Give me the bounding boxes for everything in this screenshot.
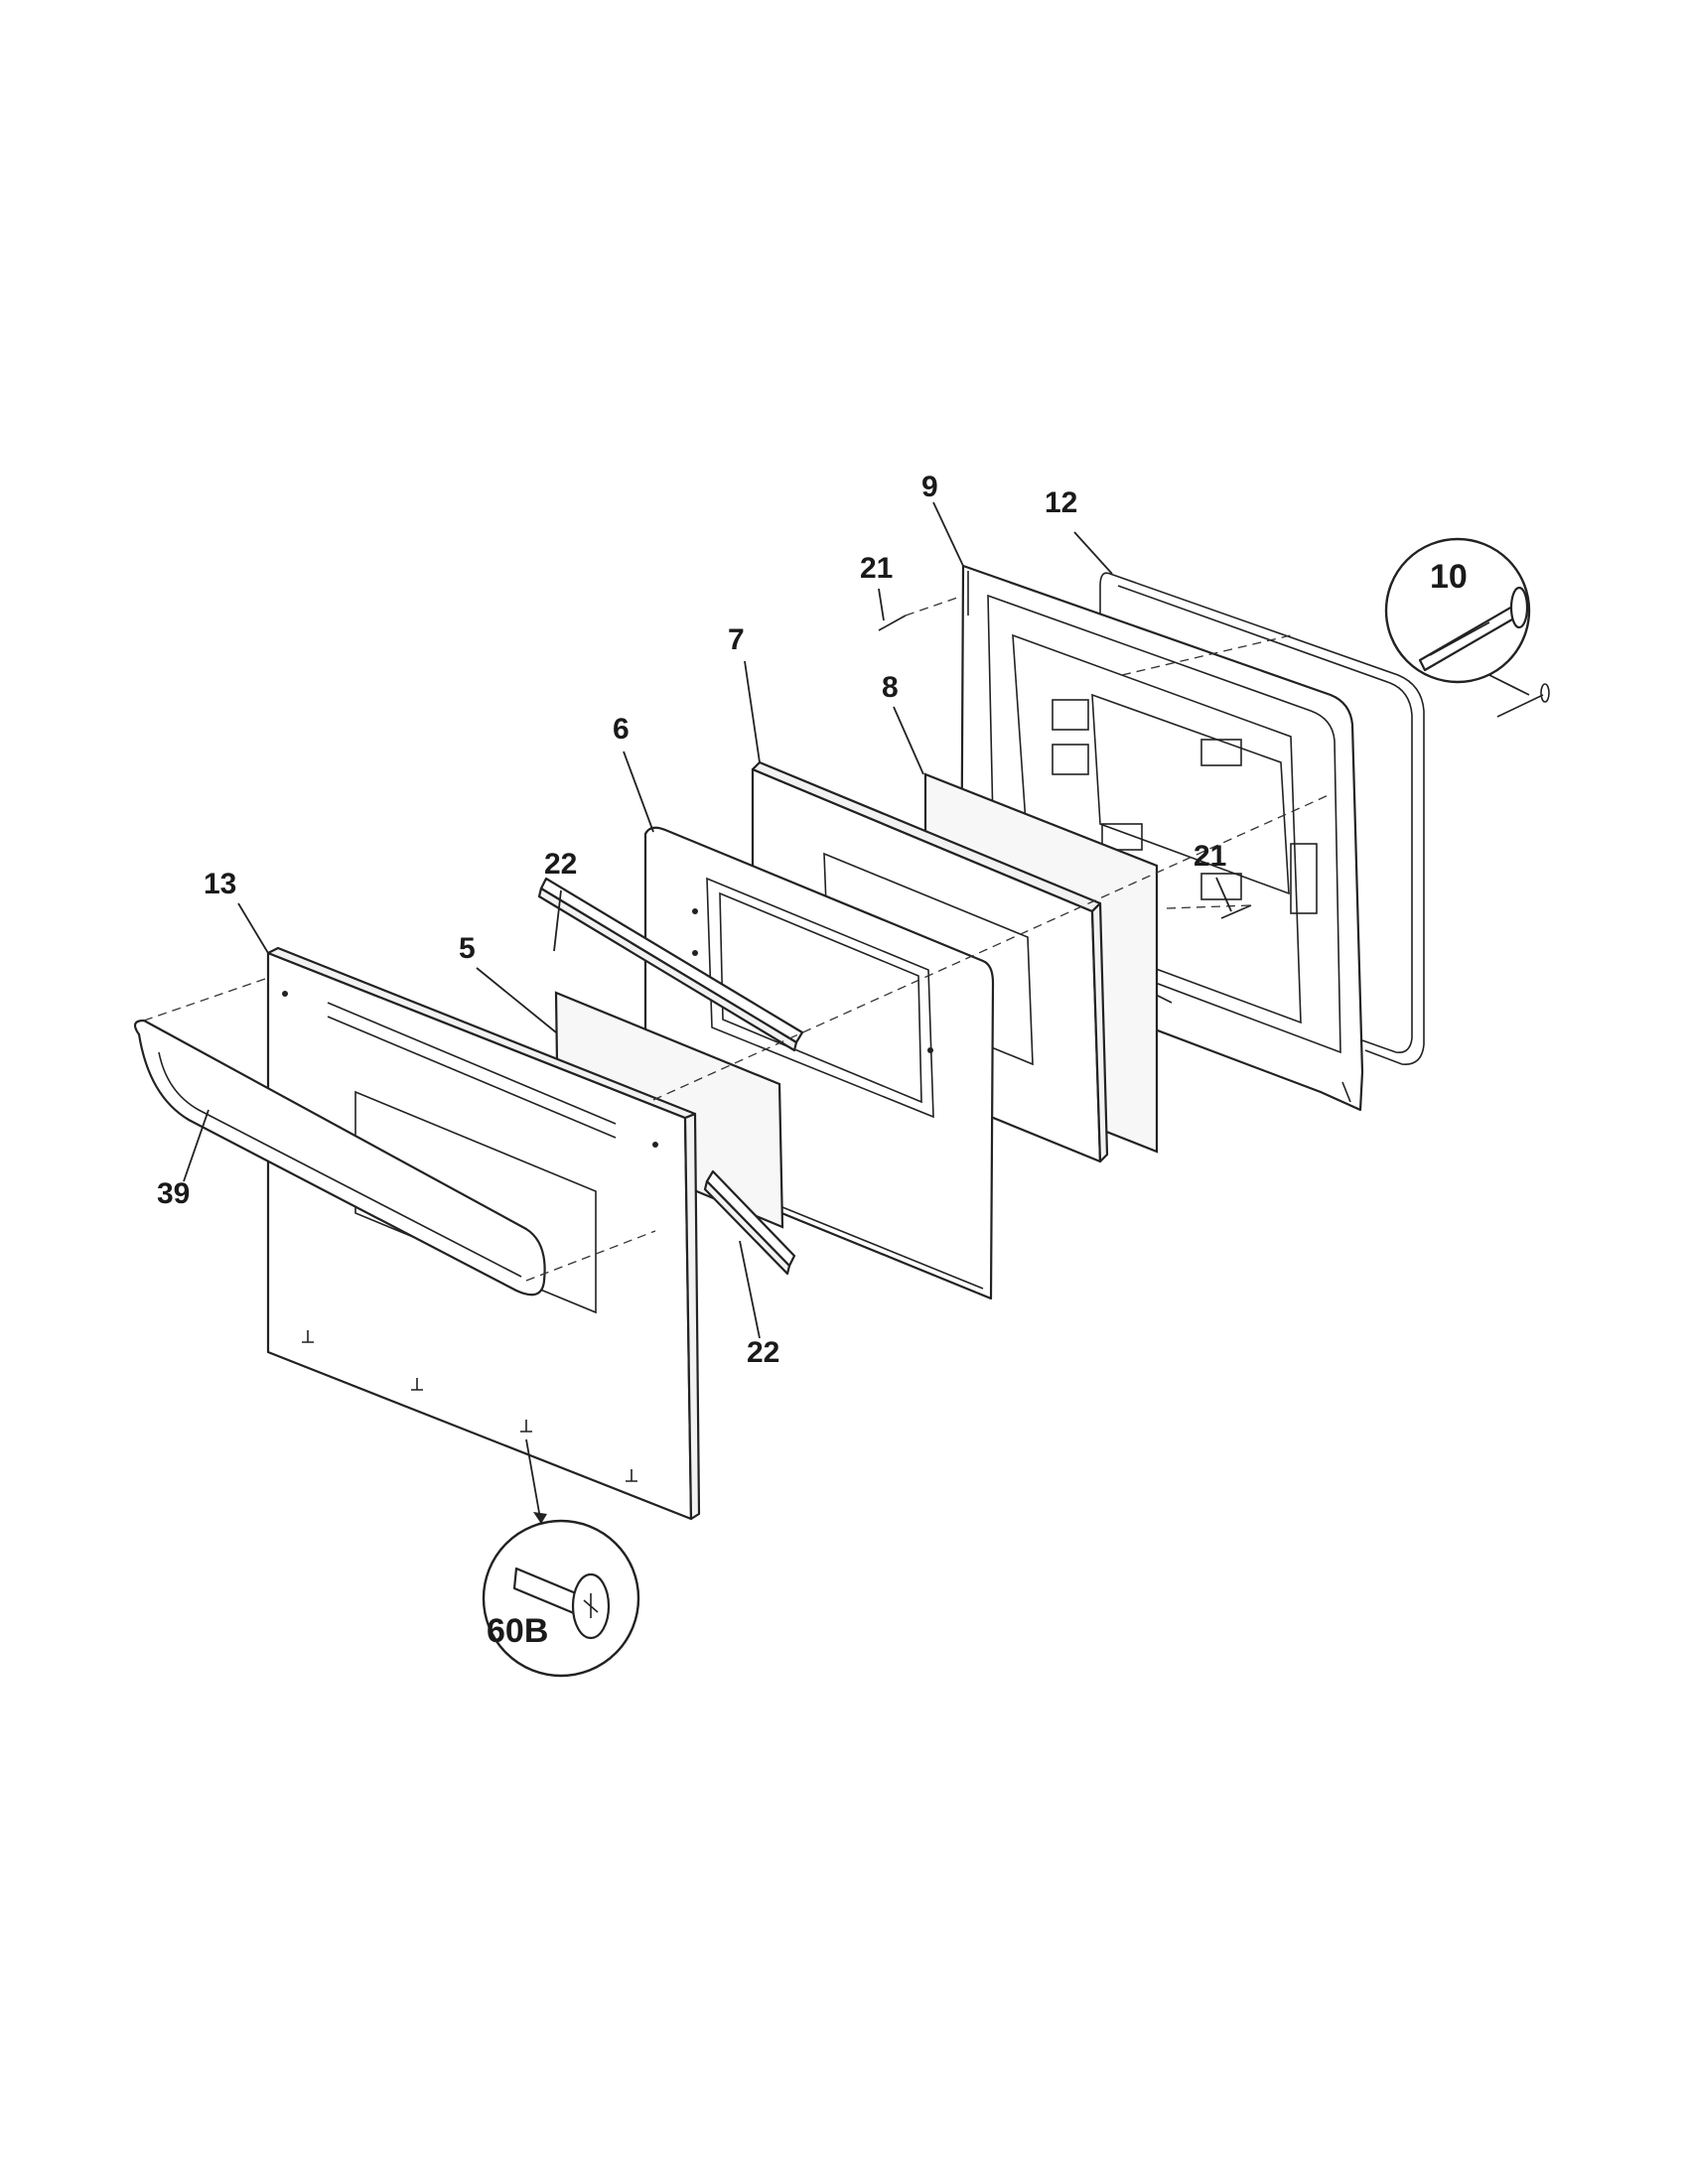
part-22-lower-rail xyxy=(703,1169,796,1276)
part-60b-detail xyxy=(482,1438,640,1678)
callout-12: 12 xyxy=(1045,486,1077,519)
part-39-handle xyxy=(133,1019,546,1297)
callout-21-top: 21 xyxy=(860,552,893,585)
part-21-pins xyxy=(878,614,1252,919)
callout-22-lower: 22 xyxy=(747,1336,779,1369)
part-10-detail xyxy=(1384,537,1550,718)
callout-8: 8 xyxy=(882,671,899,704)
callout-5: 5 xyxy=(459,932,476,965)
leader-lines xyxy=(183,501,1232,1339)
part-22-upper-rail xyxy=(537,877,804,1052)
callout-13: 13 xyxy=(204,868,236,900)
callout-21-mid: 21 xyxy=(1194,840,1226,873)
callout-labels: 9 12 21 10 7 8 6 21 22 13 5 39 22 60B xyxy=(157,471,1468,1650)
callout-39: 39 xyxy=(157,1177,190,1210)
callout-22-upper: 22 xyxy=(544,848,577,881)
bottom-screws xyxy=(302,1330,637,1482)
callout-6: 6 xyxy=(613,713,630,746)
callout-60b: 60B xyxy=(487,1612,548,1650)
assembly-lines xyxy=(143,595,1332,1282)
callout-9: 9 xyxy=(921,471,938,503)
callout-10: 10 xyxy=(1430,558,1468,596)
callout-7: 7 xyxy=(728,623,745,656)
